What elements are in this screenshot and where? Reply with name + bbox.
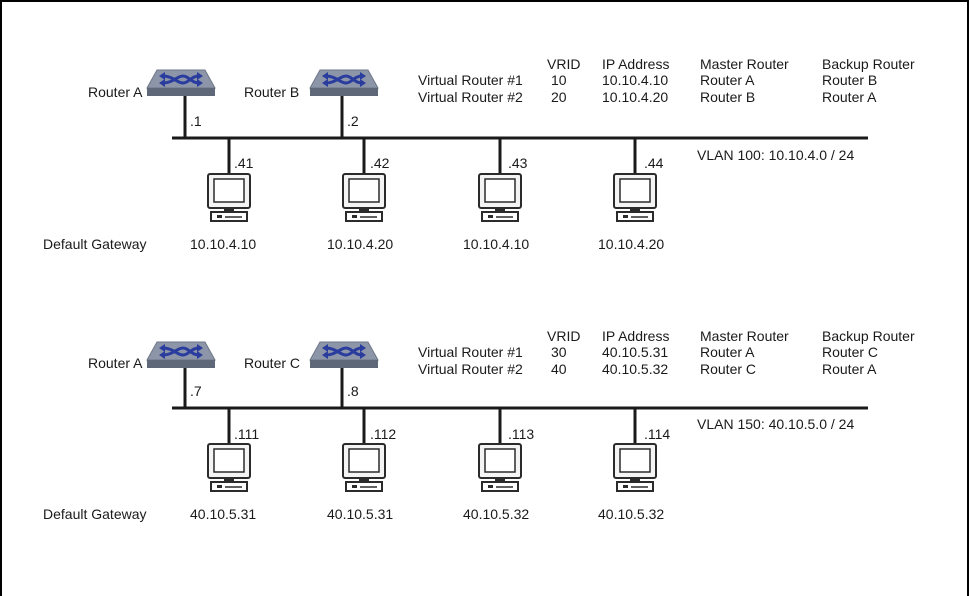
vlan-label: VLAN 150: 40.10.5.0 / 24 <box>697 416 855 432</box>
workstation-icon <box>342 173 386 222</box>
workstation-icon <box>478 443 522 492</box>
host-gateway: 40.10.5.32 <box>463 506 530 522</box>
backup-router-header: Backup Router <box>822 328 915 344</box>
virtual-router-ip: 40.10.5.32 <box>602 361 669 377</box>
host-port: .113 <box>508 426 535 442</box>
backup-router-header: Backup Router <box>822 56 915 72</box>
virtual-router-backup: Router A <box>822 361 877 377</box>
host-gateway: 10.10.4.10 <box>463 236 530 252</box>
router-b-label: Router B <box>244 84 300 100</box>
router-a-label: Router A <box>88 84 143 100</box>
virtual-router-name: Virtual Router #1 <box>418 72 523 88</box>
virtual-router-name: Virtual Router #2 <box>418 361 523 377</box>
host-gateway: 40.10.5.31 <box>190 506 257 522</box>
virtual-router-ip: 40.10.5.31 <box>602 344 669 360</box>
virtual-router-backup: Router C <box>822 344 879 360</box>
virtual-router-vrid: 40 <box>551 361 567 377</box>
router-icon <box>309 69 379 96</box>
virtual-router-ip: 10.10.4.20 <box>602 89 669 105</box>
host-port: .43 <box>508 155 528 171</box>
ip-address-header: IP Address <box>602 328 670 344</box>
master-router-header: Master Router <box>700 328 789 344</box>
router-icon <box>309 341 379 368</box>
host-port: .112 <box>370 426 397 442</box>
virtual-router-vrid: 20 <box>551 89 567 105</box>
host-gateway: 40.10.5.31 <box>327 506 394 522</box>
router-c-label: Router C <box>244 355 301 371</box>
host-gateway: 10.10.4.10 <box>190 236 257 252</box>
virtual-router-backup: Router B <box>822 72 878 88</box>
router-a-port: .1 <box>190 113 202 129</box>
host-port: .114 <box>644 426 671 442</box>
router-icon <box>146 341 216 368</box>
host-port: .41 <box>234 155 254 171</box>
workstation-icon <box>613 173 657 222</box>
ip-address-header: IP Address <box>602 56 670 72</box>
vrid-header: VRID <box>547 328 581 344</box>
virtual-router-master: Router A <box>700 344 755 360</box>
virtual-router-ip: 10.10.4.10 <box>602 72 669 88</box>
virtual-router-name: Virtual Router #1 <box>418 344 523 360</box>
router-b-port: .2 <box>347 113 359 129</box>
workstation-icon <box>613 443 657 492</box>
vrid-header: VRID <box>547 56 581 72</box>
router-a-port: .7 <box>190 383 202 399</box>
host-gateway: 40.10.5.32 <box>598 506 665 522</box>
default-gateway-label: Default Gateway <box>43 506 147 522</box>
virtual-router-vrid: 30 <box>551 344 567 360</box>
virtual-router-master: Router A <box>700 72 755 88</box>
virtual-router-master: Router C <box>700 361 757 377</box>
virtual-router-master: Router B <box>700 89 756 105</box>
master-router-header: Master Router <box>700 56 789 72</box>
workstation-icon <box>207 173 251 222</box>
router-c-port: .8 <box>347 383 359 399</box>
host-gateway: 10.10.4.20 <box>598 236 665 252</box>
workstation-icon <box>478 173 522 222</box>
virtual-router-name: Virtual Router #2 <box>418 89 523 105</box>
workstation-icon <box>207 443 251 492</box>
host-port: .44 <box>644 155 664 171</box>
router-icon <box>146 69 216 96</box>
virtual-router-vrid: 10 <box>551 72 567 88</box>
host-port: .42 <box>370 155 390 171</box>
workstation-icon <box>342 443 386 492</box>
host-port: .111 <box>234 426 260 442</box>
virtual-router-backup: Router A <box>822 89 877 105</box>
vlan-label: VLAN 100: 10.10.4.0 / 24 <box>697 147 855 163</box>
router-a-label: Router A <box>88 355 143 371</box>
default-gateway-label: Default Gateway <box>43 236 147 252</box>
host-gateway: 10.10.4.20 <box>327 236 394 252</box>
